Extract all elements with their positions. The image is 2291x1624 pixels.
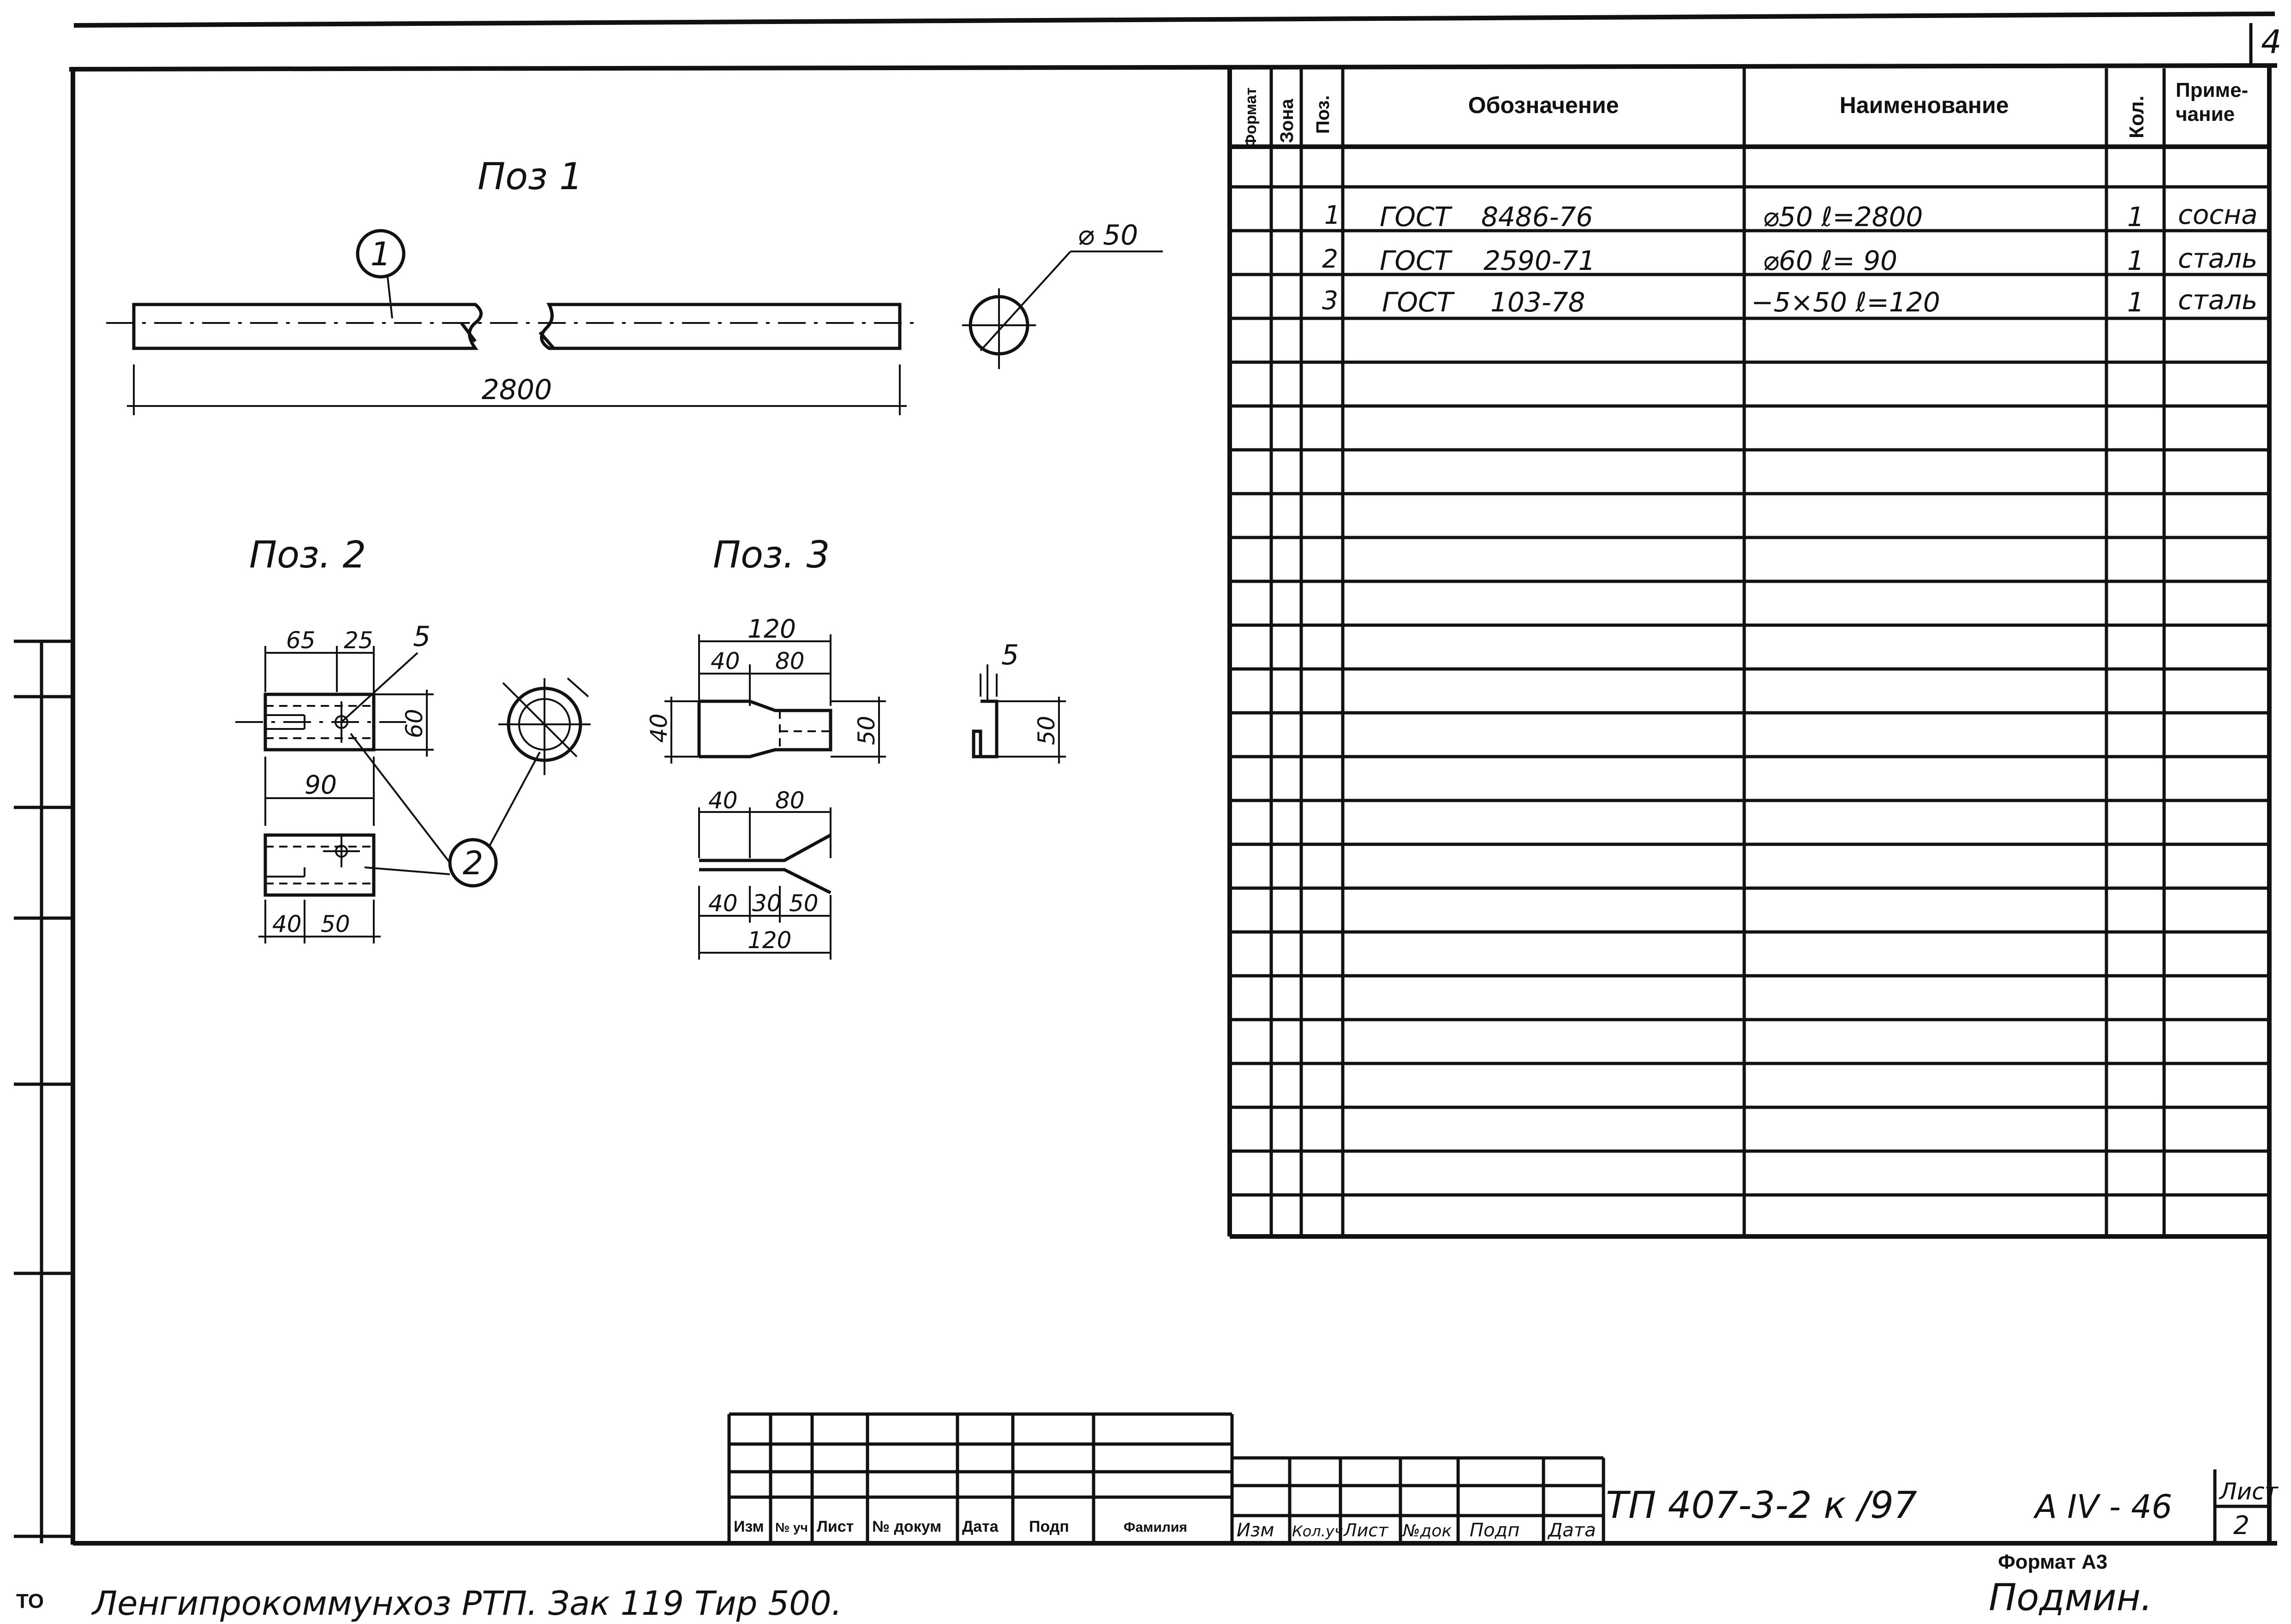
svg-text:сосна: сосна: [2178, 199, 2258, 230]
pos2-drawing: Поз. 2 65 25 5 60 90: [235, 533, 591, 943]
pos1-length-dim: 2800: [482, 374, 552, 406]
svg-text:65: 65: [286, 627, 316, 654]
svg-text:1: 1: [1324, 200, 1340, 230]
header-note-line2: чание: [2176, 103, 2235, 125]
header-note: Приме- чание: [2176, 79, 2254, 125]
svg-text:Изм: Изм: [1237, 1520, 1274, 1541]
print-note: Ленгипрокоммунхоз РТП. Зак 119 Тир 500.: [91, 1584, 842, 1623]
header-format: Формат: [1242, 88, 1260, 148]
svg-text:сталь: сталь: [2178, 243, 2257, 274]
svg-text:ГОСТ: ГОСТ: [1382, 287, 1455, 318]
pos1-callout: 1: [371, 235, 391, 273]
sheet-number: 2: [2233, 1511, 2249, 1540]
svg-text:⌀50 ℓ=2800: ⌀50 ℓ=2800: [1763, 201, 1923, 233]
title-block-left-labels: Изм № уч Лист № докум Дата Подп Фамилия: [734, 1518, 1187, 1535]
svg-text:120: 120: [748, 614, 796, 644]
svg-text:40: 40: [711, 648, 740, 675]
svg-text:Изм: Изм: [734, 1518, 764, 1535]
svg-text:50: 50: [789, 890, 819, 917]
format-label: Формат А3: [1998, 1551, 2107, 1573]
title-block-right-labels: Изм Кол.уч Лист №док Подп Дата: [1237, 1520, 1596, 1541]
header-designation: Обозначение: [1468, 92, 1619, 118]
svg-text:3: 3: [1322, 286, 1338, 315]
svg-text:40: 40: [708, 890, 738, 917]
svg-text:Дата: Дата: [962, 1518, 999, 1535]
copied-by: Подмин.: [1989, 1576, 2153, 1619]
header-qty: Кол.: [2125, 96, 2148, 138]
title-block: [727, 1412, 2269, 1543]
spec-row-1: 1 ГОСТ 8486-76 ⌀50 ℓ=2800 1 сосна: [1324, 199, 2258, 233]
svg-text:Подп: Подп: [1470, 1520, 1519, 1541]
svg-text:⌀60 ℓ= 90: ⌀60 ℓ= 90: [1763, 245, 1897, 276]
svg-text:90: 90: [305, 770, 337, 800]
page-marker: 4: [2261, 23, 2282, 61]
header-note-line1: Приме-: [2176, 79, 2248, 102]
svg-text:Лист: Лист: [1343, 1520, 1389, 1540]
svg-text:25: 25: [344, 627, 373, 654]
pos1-drawing: Поз 1 1 2800 ⌀ 50: [106, 155, 1163, 415]
svg-text:80: 80: [775, 648, 805, 675]
svg-text:8486-76: 8486-76: [1481, 201, 1593, 233]
svg-text:Дата: Дата: [1547, 1520, 1596, 1541]
spec-row-2: 2 ГОСТ 2590-71 ⌀60 ℓ= 90 1 сталь: [1322, 243, 2257, 276]
svg-text:№док: №док: [1402, 1522, 1452, 1540]
svg-text:120: 120: [748, 927, 791, 954]
svg-text:40: 40: [646, 713, 672, 743]
svg-text:1: 1: [2127, 201, 2144, 233]
doc-code: ТП 407-3-2 к /97: [1606, 1484, 1917, 1527]
svg-text:ГОСТ: ГОСТ: [1380, 245, 1453, 276]
pos1-dia-dim: ⌀ 50: [1077, 219, 1138, 251]
svg-text:103-78: 103-78: [1490, 287, 1585, 318]
svg-text:60: 60: [401, 709, 428, 738]
header-pos: Поз.: [1313, 95, 1333, 134]
svg-text:1: 1: [2127, 245, 2144, 276]
svg-text:50: 50: [853, 716, 880, 745]
pos3-title: Поз. 3: [713, 533, 830, 576]
svg-text:1: 1: [2127, 287, 2144, 318]
svg-text:№ уч: № уч: [775, 1520, 808, 1534]
svg-text:Кол.уч: Кол.уч: [1292, 1522, 1343, 1540]
svg-text:30: 30: [752, 890, 782, 917]
header-name: Наименование: [1840, 92, 2009, 118]
header-zone: Зона: [1277, 98, 1297, 143]
sheet-frame: [14, 12, 2278, 1546]
svg-text:5: 5: [1001, 639, 1019, 671]
svg-text:ГОСТ: ГОСТ: [1380, 201, 1453, 233]
footer-left-mark: ТО: [16, 1590, 44, 1612]
svg-text:40: 40: [708, 787, 738, 814]
svg-text:40: 40: [272, 911, 302, 937]
spec-row-3: 3 ГОСТ 103-78 −5×50 ℓ=120 1 сталь: [1322, 284, 2257, 318]
svg-text:50: 50: [1033, 716, 1060, 745]
svg-text:сталь: сталь: [2178, 284, 2257, 316]
pos2-callout: 2: [463, 844, 484, 882]
pos2-title: Поз. 2: [249, 533, 366, 576]
svg-text:2: 2: [1322, 244, 1338, 274]
svg-text:№ докум: № докум: [872, 1518, 941, 1535]
svg-text:Лист: Лист: [817, 1518, 854, 1535]
svg-text:5: 5: [413, 621, 431, 653]
svg-text:Подп: Подп: [1029, 1518, 1069, 1535]
sheet-code: А IV - 46: [2033, 1488, 2172, 1526]
pos1-title: Поз 1: [478, 155, 583, 198]
pos3-drawing: Поз. 3 120 40 80 40 50 40 80: [646, 533, 1066, 960]
svg-text:−5×50 ℓ=120: −5×50 ℓ=120: [1751, 287, 1940, 318]
svg-text:50: 50: [321, 911, 350, 937]
spec-table: [1227, 68, 2269, 1239]
sheet-label: Лист: [2219, 1478, 2279, 1505]
svg-text:Фамилия: Фамилия: [1124, 1520, 1187, 1535]
svg-text:2590-71: 2590-71: [1483, 245, 1595, 276]
svg-text:80: 80: [775, 787, 805, 814]
